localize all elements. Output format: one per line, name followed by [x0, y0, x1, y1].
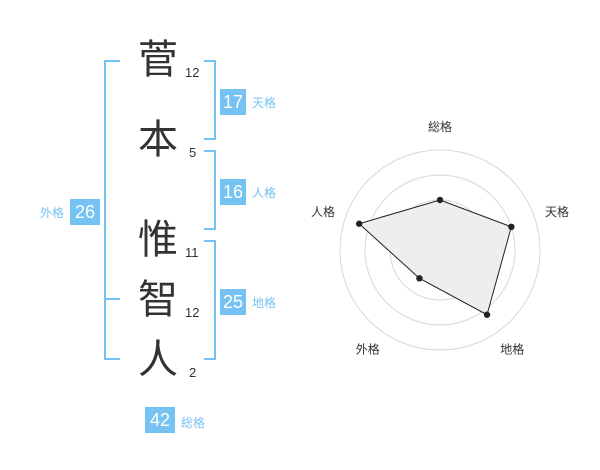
tenkaku-label: 天格: [252, 96, 277, 110]
chikaku-value: 25: [220, 289, 246, 315]
gaikaku-label: 外格: [40, 206, 65, 220]
tenkaku-value: 17: [220, 89, 246, 115]
radar-point-5: [355, 220, 363, 227]
radar-data-area: [358, 199, 512, 316]
name-char-3: 惟: [138, 217, 178, 263]
radar-axis-label-5: 人格: [311, 204, 335, 219]
name-char-5: 人: [138, 337, 178, 383]
radar-point-4: [416, 275, 423, 282]
gaikaku-bracket-divider: [104, 298, 120, 300]
radar-axis-label-3: 地格: [500, 342, 524, 357]
tenkaku-bracket: [204, 60, 216, 140]
stroke-count-5: 2: [189, 365, 197, 380]
stroke-count-3: 11: [185, 245, 199, 260]
jinkaku-bracket: [204, 150, 216, 230]
radar-ring-3: [364, 174, 516, 326]
radar-point-3: [483, 311, 491, 318]
radar-point-1: [436, 196, 444, 204]
radar-point-2: [508, 223, 515, 231]
radar-ring-4: [339, 149, 541, 351]
name-char-1: 菅: [138, 37, 178, 83]
jinkaku-value: 16: [220, 179, 246, 205]
gaikaku-bracket: [104, 60, 120, 360]
stroke-count-1: 12: [185, 65, 200, 80]
stroke-count-4: 12: [185, 305, 200, 320]
jinkaku-label: 人格: [252, 186, 277, 200]
chikaku-label: 地格: [252, 296, 277, 310]
soukaku-value: 42: [145, 407, 175, 433]
gaikaku-value: 26: [70, 199, 100, 225]
radar-axis-label-2: 天格: [545, 204, 569, 219]
stroke-count-2: 5: [189, 145, 197, 160]
chikaku-bracket: [204, 240, 216, 360]
soukaku-label: 総格: [181, 416, 206, 430]
radar-axis-label-1: 総格: [428, 119, 452, 134]
radar-axis-label-4: 外格: [356, 342, 380, 357]
name-char-4: 智: [138, 277, 178, 323]
radar-points: [355, 196, 515, 318]
name-char-2: 本: [138, 117, 178, 163]
